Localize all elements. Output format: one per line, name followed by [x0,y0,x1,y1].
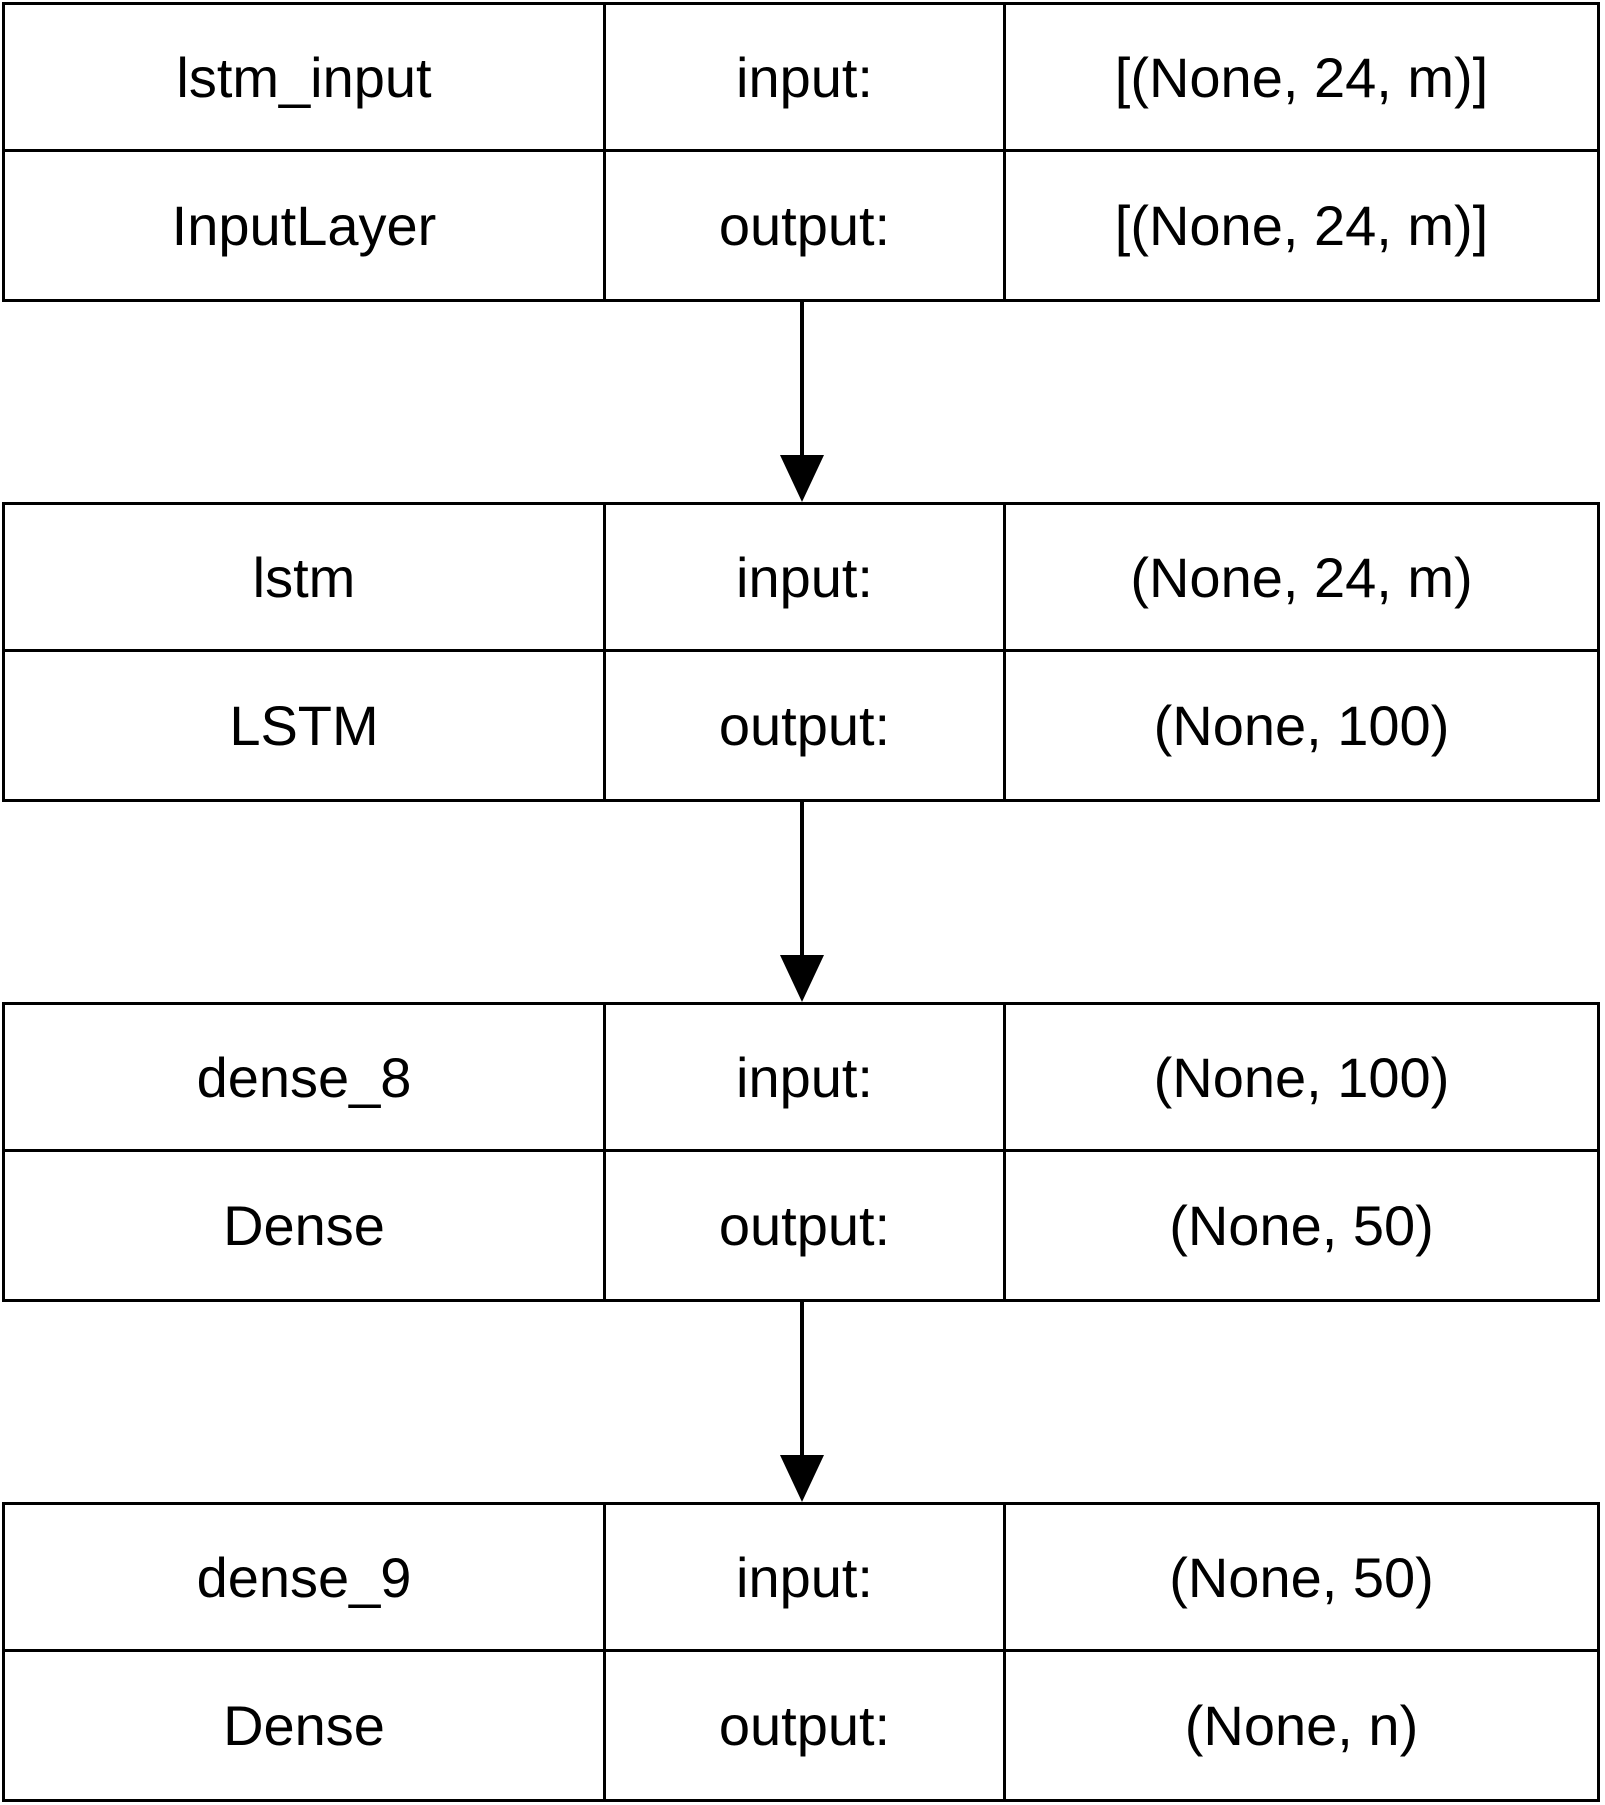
output-label: output: [606,1152,1006,1299]
layer-box-lstm: lstm input: (None, 24, m) LSTM output: (… [2,502,1600,802]
layer-box-dense-9: dense_9 input: (None, 50) Dense output: … [2,1502,1600,1802]
output-shape: (None, n) [1184,1694,1419,1757]
layer-box-lstm-input: lstm_input input: [(None, 24, m)] InputL… [2,2,1600,302]
input-shape: (None, 100) [1006,1005,1597,1152]
layer-box-dense-8: dense_8 input: (None, 100) Dense output:… [2,1002,1600,1302]
input-shape: [(None, 24, m)] [1006,5,1597,152]
output-shape: (None, 100) [1153,694,1450,757]
output-label: output: [606,152,1006,299]
output-label: output: [606,1652,1006,1799]
output-shape: [(None, 24, m)] [1114,194,1489,257]
input-shape: (None, 50) [1006,1505,1597,1652]
input-label: input: [606,1505,1006,1652]
layer-name: dense_8 [5,1005,606,1152]
input-label: input: [606,1005,1006,1152]
layer-type: Dense [5,1652,606,1799]
layer-name: lstm_input [5,5,606,152]
arrow-down-icon [780,1302,824,1502]
layer-name: lstm [5,505,606,652]
layer-type: Dense [5,1152,606,1299]
output-label: output: [606,652,1006,799]
layer-name: dense_9 [5,1505,606,1652]
input-shape: (None, 24, m) [1006,505,1597,652]
input-label: input: [606,505,1006,652]
output-shape: (None, 50) [1169,1194,1434,1257]
input-label: input: [606,5,1006,152]
layer-type: LSTM [5,652,606,799]
arrow-down-icon [780,802,824,1002]
arrow-down-icon [780,302,824,502]
layer-type: InputLayer [5,152,606,299]
